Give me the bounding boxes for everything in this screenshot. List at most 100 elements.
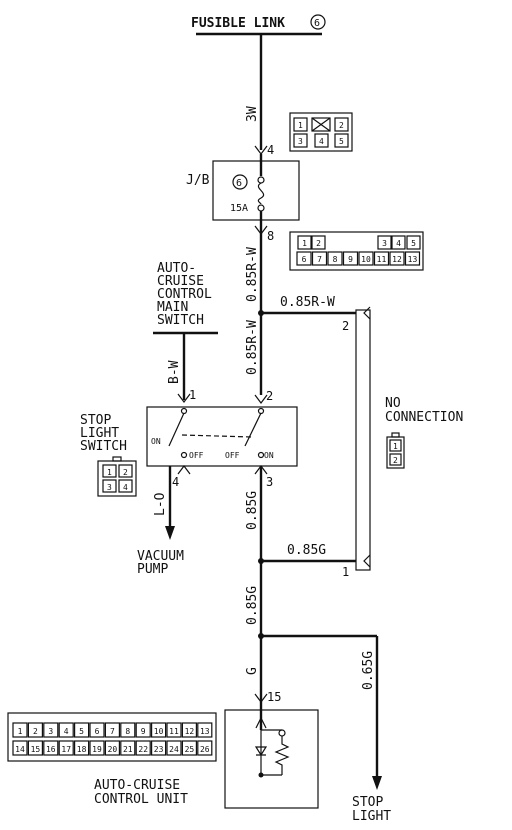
- svg-text:2: 2: [123, 468, 128, 477]
- wire-065g-label: 0.65G: [361, 651, 376, 690]
- c26-pin-label: 12: [185, 727, 195, 736]
- c13-pin: [406, 235, 421, 250]
- c26-pin: [120, 740, 136, 756]
- pin-1-nc: 1: [342, 565, 349, 579]
- c26-pin: [58, 722, 74, 738]
- fusible-link-num: 6: [314, 18, 320, 29]
- wire-3w-label: 3W: [245, 106, 260, 122]
- connector-2pin: 1 2: [386, 432, 405, 469]
- svg-text:2: 2: [339, 121, 344, 130]
- c26-pin-label: 3: [48, 727, 53, 736]
- c13-pin: [342, 251, 359, 266]
- c13-pin-label: 9: [348, 255, 353, 264]
- wire-lo-label: L-O: [153, 492, 168, 516]
- arrow-pin-2-switch: [254, 394, 268, 404]
- c26-pin: [104, 740, 121, 756]
- fuse-element: [257, 182, 265, 205]
- c13-pin-label: 3: [382, 239, 387, 248]
- wire-085rw-b-label: 0.85R-W: [245, 320, 260, 375]
- c26-pin-label: 8: [125, 727, 130, 736]
- fusible-link-label: FUSIBLE LINK: [191, 16, 285, 31]
- c26-pin: [181, 740, 197, 756]
- c13-pin-label: 13: [408, 255, 418, 264]
- switch-state-off-left: OFF: [189, 451, 204, 460]
- c26-pin-label: 25: [185, 745, 195, 754]
- c26-pin: [73, 722, 90, 738]
- c26-pin: [166, 722, 182, 738]
- c26-pin-label: 7: [110, 727, 115, 736]
- wire-085g-a-label: 0.85G: [245, 491, 260, 530]
- svg-text:3: 3: [107, 483, 112, 492]
- connector-6pin: 1 2 3 4 5: [289, 112, 353, 152]
- c26-pin-label: 5: [79, 727, 84, 736]
- c13-pin-label: 8: [333, 255, 338, 264]
- arrow-pin-1-main: [177, 393, 191, 403]
- no-connection-loop: [355, 309, 371, 571]
- no-connection-label-2: CONNECTION: [385, 410, 463, 425]
- arrow-stop-light: [372, 776, 382, 790]
- cu-diode: [254, 746, 268, 757]
- c13-pin: [404, 251, 421, 266]
- c26-pin: [151, 722, 167, 738]
- no-connection-label-1: NO: [385, 396, 401, 411]
- wire-g-label: G: [245, 667, 260, 675]
- c26-pin: [197, 722, 213, 738]
- fuse-num-circle: [232, 174, 248, 190]
- c13-pin-label: 1: [302, 239, 307, 248]
- arrow-vacuum-pump: [165, 526, 175, 540]
- c13-pin: [311, 235, 326, 250]
- control-unit-label-2: CONTROL UNIT: [94, 792, 188, 807]
- fusible-link-num-circle: [310, 14, 326, 30]
- cu-ground-node: [258, 772, 264, 778]
- c13-pin: [358, 251, 374, 266]
- stop-light-switch-label-1: STOP: [80, 413, 111, 428]
- c26-pin: [12, 740, 28, 756]
- pin-4-top: 4: [267, 143, 274, 157]
- c26-pin: [27, 722, 43, 738]
- c26-pin: [27, 740, 43, 756]
- c26-pin: [197, 740, 213, 756]
- c26-pin: [104, 722, 121, 738]
- main-switch-label-5: SWITCH: [157, 313, 204, 328]
- switch-blade-right: [244, 412, 262, 447]
- junction-block: [212, 160, 300, 221]
- main-switch-label-3: CONTROL: [157, 287, 212, 302]
- c26-pin-label: 17: [61, 745, 71, 754]
- wire-bw-label: B-W: [167, 360, 182, 384]
- c13-outline: [289, 231, 424, 271]
- fuse-rating: 15A: [230, 203, 248, 214]
- wire-085rw-a-label: 0.85R-W: [245, 247, 260, 302]
- c26-pin: [181, 722, 197, 738]
- arrow-pin-15: [254, 693, 268, 703]
- c13-pin-label: 6: [302, 255, 307, 264]
- c26-pin-label: 1: [18, 727, 23, 736]
- arrow-pin-4-switch: [177, 465, 191, 475]
- c26-pin-label: 26: [200, 745, 210, 754]
- c13-pin-label: 12: [392, 255, 402, 264]
- c13-pin: [297, 235, 312, 250]
- switch-contact-left-bottom: [180, 451, 188, 459]
- c13-pin-label: 5: [411, 239, 416, 248]
- main-switch-label-1: AUTO-: [157, 261, 196, 276]
- cu-junction: [278, 729, 286, 737]
- c26-pin: [12, 722, 28, 738]
- switch-state-off-right: OFF: [225, 451, 240, 460]
- cu-arrow: [255, 716, 267, 729]
- svg-text:1: 1: [393, 442, 398, 451]
- c13-pin-label: 10: [361, 255, 371, 264]
- c13-pin-label: 11: [377, 255, 387, 264]
- c13-pin-label: 4: [396, 239, 401, 248]
- c13-pin: [311, 251, 328, 266]
- c26-pin: [135, 722, 151, 738]
- svg-text:1: 1: [298, 121, 303, 130]
- c26-pin: [135, 740, 151, 756]
- stop-light-label-1: STOP: [352, 795, 383, 810]
- c13-pin: [327, 251, 343, 266]
- switch-blade-left: [168, 412, 185, 447]
- control-unit-label-1: AUTO-CRUISE: [94, 778, 180, 793]
- c13-pin-label: 2: [316, 239, 321, 248]
- c26-pin: [89, 722, 105, 738]
- c26-pin-label: 21: [123, 745, 133, 754]
